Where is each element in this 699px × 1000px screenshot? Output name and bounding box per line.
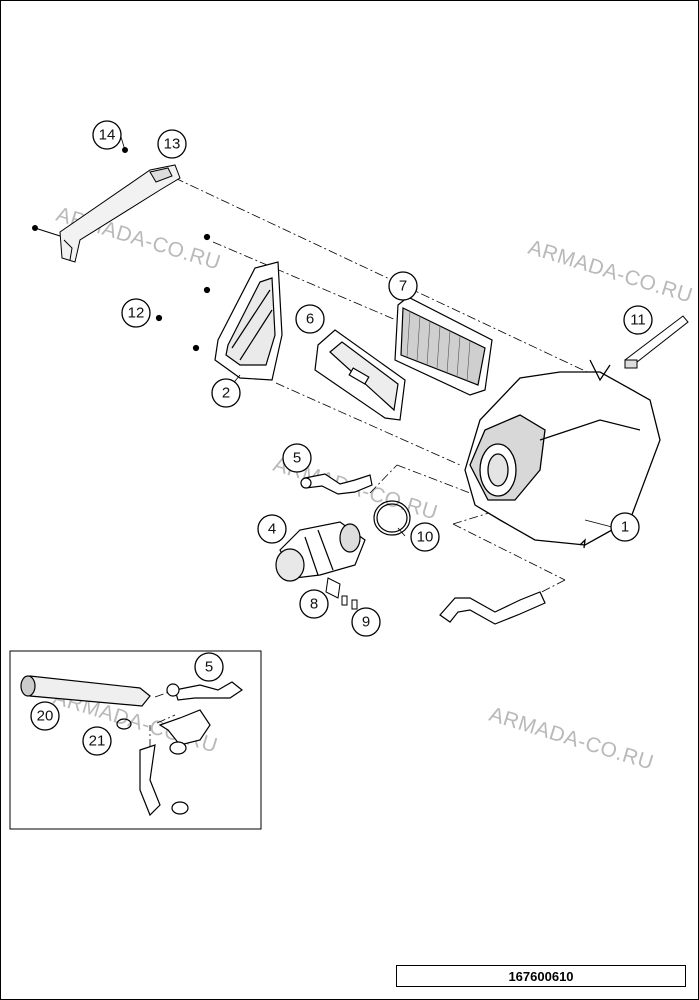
callout-label-20: 20 [37, 708, 54, 725]
callout-label-5-inset: 5 [205, 659, 213, 676]
callout-label-4: 4 [268, 521, 276, 538]
callout-circle-13 [157, 129, 187, 159]
filter-frame-part-2 [155, 233, 283, 381]
callout-label-6: 6 [306, 311, 314, 328]
callout-circle-20 [30, 701, 60, 731]
hose-clamp-part-10 [373, 500, 411, 536]
watermark-5: ARMADA-CO.RU [487, 703, 657, 775]
drawing-number: 167600610 [396, 965, 686, 987]
callout-circle-8 [299, 589, 329, 619]
callout-circle-7 [388, 271, 418, 301]
callout-circle-2 [211, 378, 241, 408]
inset-frame [9, 650, 262, 830]
callout-circle-4 [257, 514, 287, 544]
callout-circles [30, 120, 653, 756]
airbox-housing-part-1 [464, 359, 661, 549]
callout-circle-9 [351, 607, 381, 637]
callout-circle-1 [610, 512, 640, 542]
fittings-part-8-9 [325, 577, 358, 610]
callout-label-21: 21 [89, 733, 106, 750]
hose-part-5-inset [174, 681, 244, 701]
callout-label-11: 11 [630, 312, 646, 329]
callout-label-9: 9 [362, 614, 370, 631]
callout-label-8: 8 [310, 596, 318, 613]
breather-hose-part-5 [300, 473, 373, 495]
callout-circle-11 [623, 305, 653, 335]
callout-label-14: 14 [99, 127, 116, 144]
callout-label-10: 10 [417, 529, 434, 546]
air-filter-part-7 [394, 296, 493, 396]
callout-label-13: 13 [164, 136, 181, 153]
callout-circle-10 [410, 522, 440, 552]
drain-hose [439, 591, 546, 625]
clip-part-21 [116, 718, 132, 730]
callout-circle-21 [82, 726, 112, 756]
callout-circle-14 [92, 120, 122, 150]
callout-circle-12 [121, 298, 151, 328]
callout-label-7: 7 [399, 278, 407, 295]
strap-part-11 [624, 315, 689, 369]
callout-label-12: 12 [128, 305, 145, 322]
callout-circle-6 [295, 304, 325, 334]
callout-label-2: 2 [222, 385, 230, 402]
assembly-lines [149, 177, 601, 748]
callout-label-5: 5 [293, 450, 301, 467]
callout-label-1: 1 [621, 519, 629, 536]
intake-boot-part-4 [275, 521, 366, 582]
filter-cover-part-6 [314, 329, 406, 421]
canister-part-20 [21, 675, 151, 707]
bracket-part-13 [32, 147, 181, 263]
inset-detail [9, 650, 262, 830]
watermark-2: ARMADA-CO.RU [526, 236, 696, 308]
callout-labels: 14 13 7 11 12 6 2 5 4 10 1 8 9 5 20 21 [37, 127, 646, 750]
callout-circle-5-inset [194, 652, 224, 682]
callout-circle-5 [282, 443, 312, 473]
